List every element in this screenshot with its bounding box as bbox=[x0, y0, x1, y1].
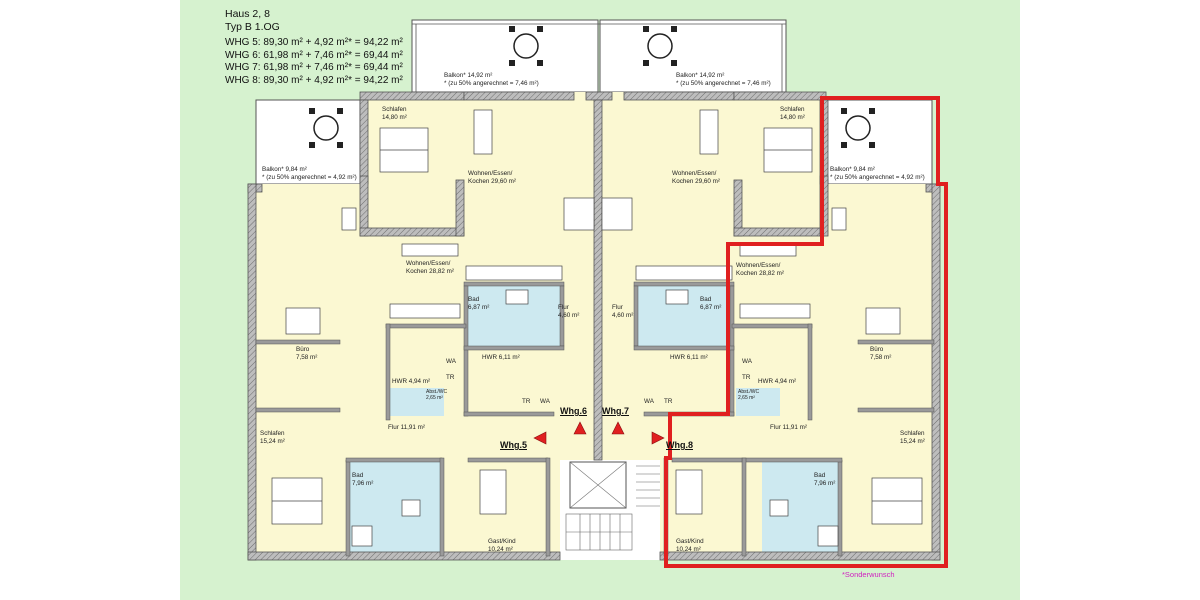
washer-label-8: WA bbox=[742, 358, 752, 365]
parasol-icons bbox=[309, 26, 875, 148]
dryer-label-7: TR bbox=[664, 398, 673, 405]
kitchen-counters bbox=[389, 243, 811, 319]
plan-subtitle: Typ B 1.OG bbox=[225, 20, 280, 33]
room-hwr-7: HWR 6,11 m² bbox=[670, 354, 708, 361]
wc-8-floor bbox=[736, 388, 780, 416]
room-wohnen-7: Wohnen/Essen/Kochen 29,60 m² bbox=[672, 170, 720, 185]
stairs bbox=[565, 465, 660, 551]
special-request-footnote: *Sonderwunsch bbox=[842, 570, 895, 579]
washer-label-5: WA bbox=[446, 358, 456, 365]
room-wohnen-8: Wohnen/Essen/Kochen 28,82 m² bbox=[736, 262, 784, 277]
unit-line-8: WHG 8: 89,30 m² + 4,92 m²* = 94,22 m² bbox=[225, 74, 403, 86]
room-wohnen-6: Wohnen/Essen/Kochen 29,60 m² bbox=[468, 170, 516, 185]
balcony-top-right bbox=[599, 19, 787, 93]
balcony-left-label: Balkon* 9,84 m² * (zu 50% angerechnet = … bbox=[262, 166, 357, 181]
unit-line-6: WHG 6: 61,98 m² + 7,46 m²* = 69,44 m² bbox=[225, 49, 403, 61]
dining-tables bbox=[285, 109, 901, 335]
balcony-top-right-label: Balkon* 14,92 m² * (zu 50% angerechnet =… bbox=[676, 72, 771, 87]
room-flur-8: Flur 11,91 m² bbox=[770, 424, 807, 431]
beds bbox=[271, 127, 923, 525]
room-hwr-5: HWR 4,94 m² bbox=[392, 378, 431, 385]
dryer-label-6: TR bbox=[522, 398, 531, 405]
plan-header: Haus 2, 8 Typ B 1.OG WHG 5: 89,30 m² + 4… bbox=[225, 8, 403, 87]
dryer-label-8: TR bbox=[742, 374, 751, 381]
apartment-label-7: Whg.7 bbox=[602, 406, 629, 416]
room-hwr-8: HWR 4,94 m² bbox=[758, 378, 797, 385]
balcony-right-label: Balkon* 9,84 m² * (zu 50% angerechnet = … bbox=[830, 166, 925, 181]
room-flur-5: Flur 11,91 m² bbox=[388, 424, 425, 431]
entrance-arrows bbox=[533, 421, 665, 445]
dryer-label-5: TR bbox=[446, 374, 455, 381]
washer-label-6: WA bbox=[540, 398, 550, 405]
balcony-top-left-label: Balkon* 14,92 m² * (zu 50% angerechnet =… bbox=[444, 72, 539, 87]
wc-5-floor bbox=[390, 388, 444, 416]
apartment-label-8: Whg.8 bbox=[666, 440, 693, 450]
room-wohnen-5: Wohnen/Essen/Kochen 28,82 m² bbox=[406, 260, 454, 275]
washer-label-7: WA bbox=[644, 398, 654, 405]
apartment-label-6: Whg.6 bbox=[560, 406, 587, 416]
apartment-label-5: Whg.5 bbox=[500, 440, 527, 450]
plan-title: Haus 2, 8 bbox=[225, 8, 270, 20]
unit-line-5: WHG 5: 89,30 m² + 4,92 m²* = 94,22 m² bbox=[225, 37, 403, 48]
bath-fixtures bbox=[351, 289, 839, 547]
unit-line-7: WHG 7: 61,98 m² + 7,46 m²* = 69,44 m² bbox=[225, 62, 403, 73]
whg8-highlight-outline bbox=[664, 96, 948, 568]
balcony-top-left bbox=[411, 19, 599, 93]
room-hwr-6: HWR 6,11 m² bbox=[482, 354, 520, 361]
